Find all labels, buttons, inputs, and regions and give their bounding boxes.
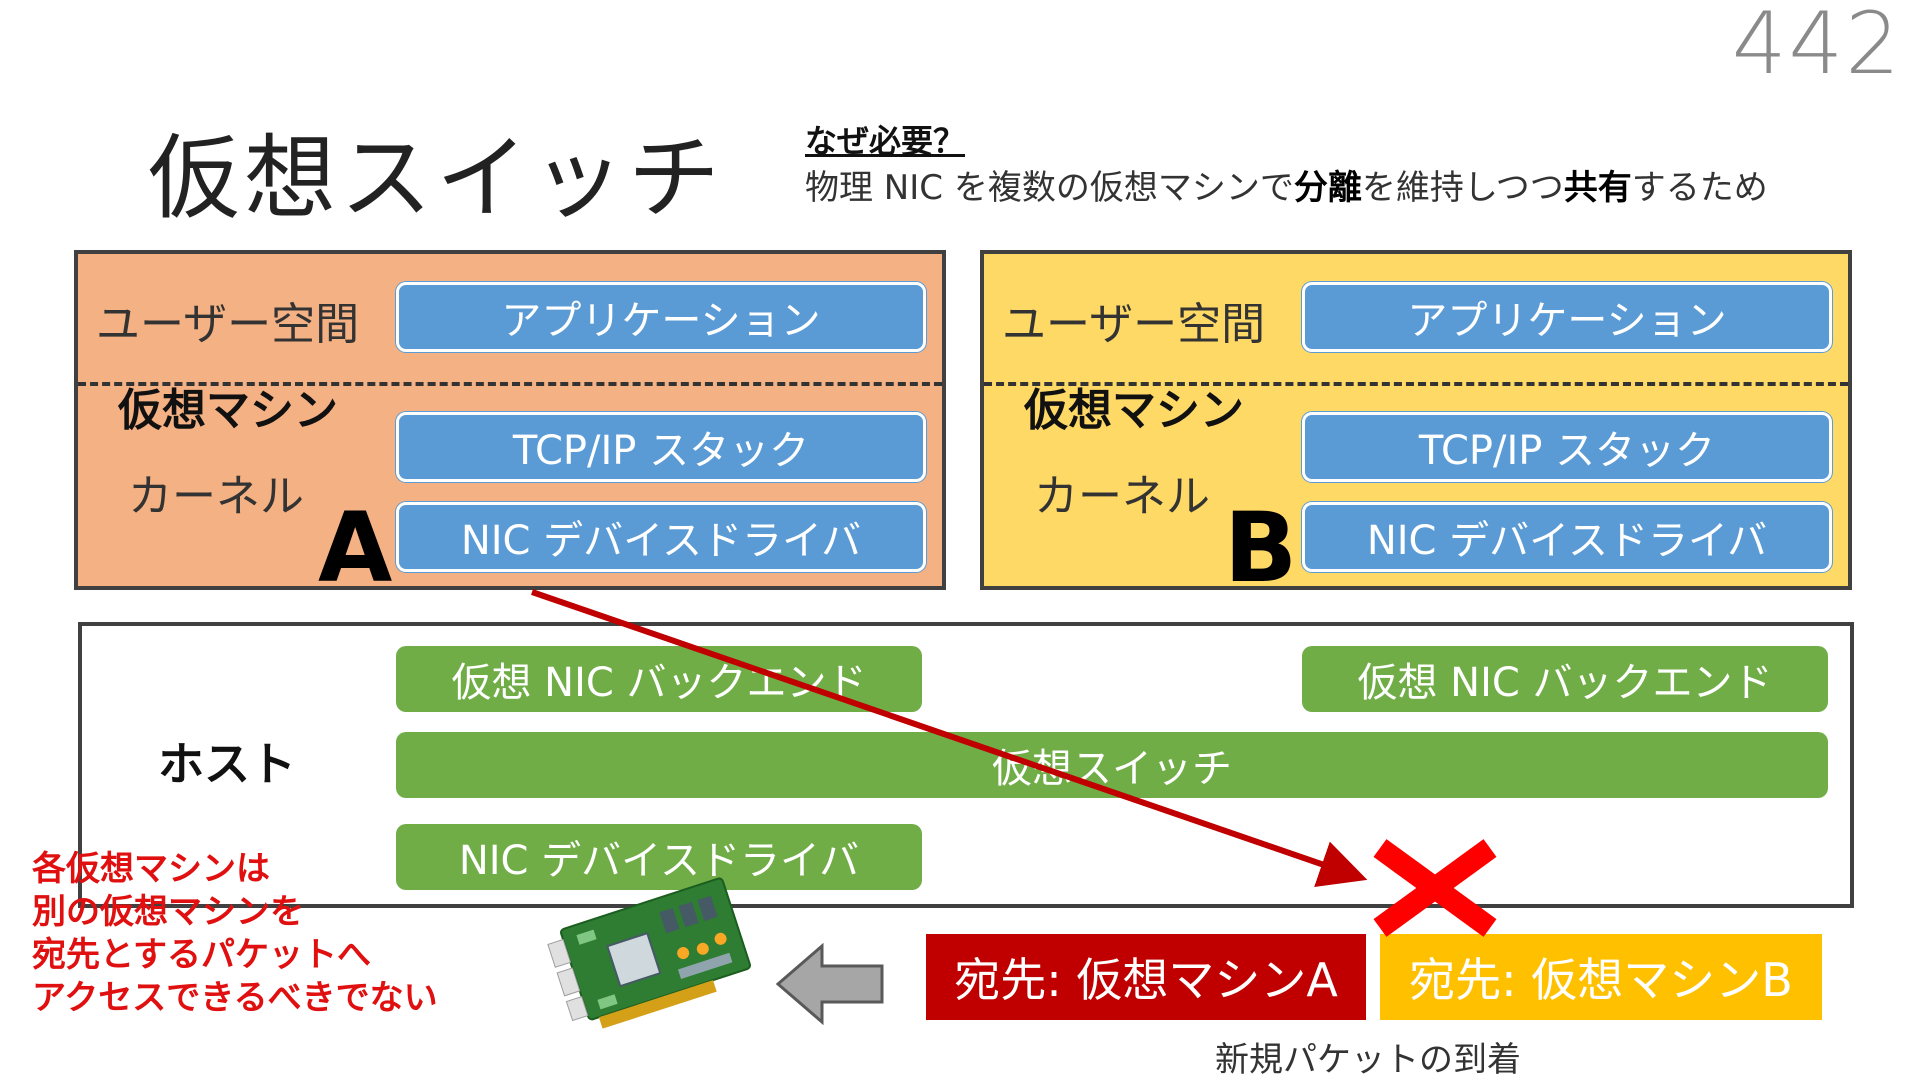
why-text-2: を維持しつつ xyxy=(1361,168,1564,208)
note-line-2: 別の仮想マシンを xyxy=(32,892,304,932)
why-text-1: 物理 NIC を複数の仮想マシンで xyxy=(805,168,1294,208)
vm-a-vm-label: 仮想マシン xyxy=(118,385,338,436)
note-line-1: 各仮想マシンは xyxy=(32,849,270,889)
new-packet-arrival-label: 新規パケットの到着 xyxy=(1215,1040,1521,1080)
vm-a-tcpip-block: TCP/IP スタック xyxy=(396,412,926,482)
vm-a-kernel-label: カーネル xyxy=(128,471,304,522)
vm-a-box: ユーザー空間 アプリケーション 仮想マシン TCP/IP スタック カーネル A… xyxy=(74,250,946,596)
note-line-3: 宛先とするパケットへ xyxy=(32,935,371,975)
vm-a-user-space-label: ユーザー空間 xyxy=(96,299,360,350)
note-line-4: アクセスできるべきでない xyxy=(32,978,438,1018)
host-virtual-switch: 仮想スイッチ xyxy=(396,732,1828,798)
vm-b-driver-block: NIC デバイスドライバ xyxy=(1302,502,1832,572)
vm-a-divider xyxy=(78,382,942,386)
host-nic-driver: NIC デバイスドライバ xyxy=(396,824,922,890)
why-bold-sharing: 共有 xyxy=(1563,168,1632,208)
vm-b-divider xyxy=(984,382,1848,386)
vm-b-kernel-label: カーネル xyxy=(1034,471,1210,522)
packet-to-vm-b: 宛先: 仮想マシンB xyxy=(1380,934,1822,1020)
packet-to-vm-a: 宛先: 仮想マシンA xyxy=(926,934,1366,1020)
vm-b-app-block: アプリケーション xyxy=(1302,282,1832,352)
vm-b-letter: B xyxy=(1224,492,1298,604)
host-backend-a: 仮想 NIC バックエンド xyxy=(396,646,922,712)
vm-a-driver-block: NIC デバイスドライバ xyxy=(396,502,926,572)
vm-b-user-space-label: ユーザー空間 xyxy=(1002,299,1266,350)
vm-b-vm-label: 仮想マシン xyxy=(1024,385,1244,436)
vm-a-letter: A xyxy=(318,492,393,604)
host-label: ホスト xyxy=(158,737,296,791)
why-heading: なぜ必要？ xyxy=(805,122,966,160)
why-bold-isolation: 分離 xyxy=(1293,168,1362,208)
left-arrow-icon xyxy=(775,942,884,1026)
vm-b-box: ユーザー空間 アプリケーション 仮想マシン TCP/IP スタック カーネル B… xyxy=(980,250,1852,596)
host-backend-b: 仮想 NIC バックエンド xyxy=(1302,646,1828,712)
why-text: 物理 NIC を複数の仮想マシンで分離を維持しつつ共有するため xyxy=(805,160,1768,209)
vm-a-app-block: アプリケーション xyxy=(396,282,926,352)
vm-b-tcpip-block: TCP/IP スタック xyxy=(1302,412,1832,482)
slide-title: 仮想スイッチ xyxy=(148,125,725,232)
isolation-note: 各仮想マシンは 別の仮想マシンを 宛先とするパケットへ アクセスできるべきでない xyxy=(32,848,438,1020)
page-number: 442 xyxy=(1731,0,1902,94)
why-text-3: するため xyxy=(1631,168,1768,208)
